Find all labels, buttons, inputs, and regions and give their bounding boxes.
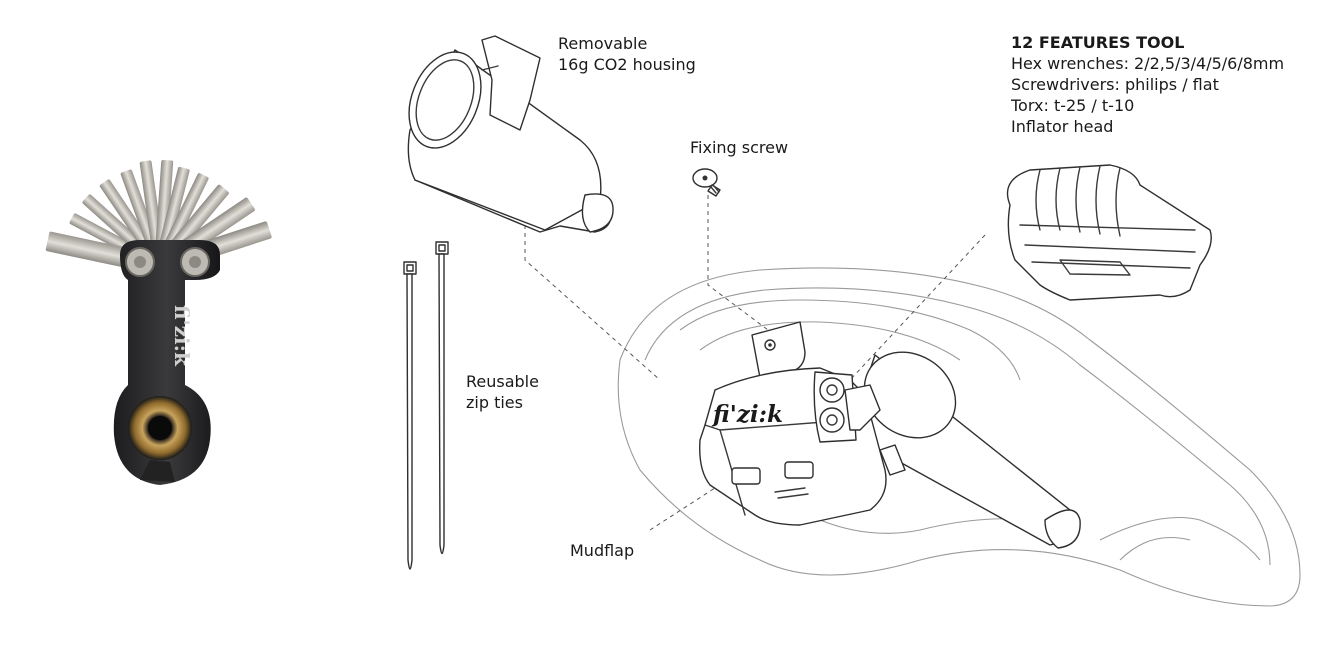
tool-line-drawing xyxy=(1006,164,1212,301)
saddle-outline xyxy=(617,267,1301,607)
fixing-screw-drawing xyxy=(692,168,721,197)
zip-ties-label-line-2: zip ties xyxy=(466,393,523,412)
features-block: 12 FEATURES TOOL Hex wrenches: 2/2,5/3/4… xyxy=(1011,32,1284,137)
co2-housing-drawing xyxy=(407,35,614,233)
zip-ties-label-line-1: Reusable xyxy=(466,372,539,391)
tool-logo: fi'zi:k xyxy=(170,305,194,367)
zip-ties-drawing xyxy=(403,241,449,570)
multitool-photo: fi'zi:k xyxy=(45,159,272,485)
guide-lines xyxy=(524,195,986,531)
zip-ties-label: Reusable zip ties xyxy=(466,371,539,413)
feature-item: Torx: t-25 / t-10 xyxy=(1011,96,1135,115)
case-logo: fi'zi:k xyxy=(711,401,783,428)
co2-housing-label: Removable 16g CO2 housing xyxy=(558,33,696,75)
feature-item: Hex wrenches: 2/2,5/3/4/5/6/8mm xyxy=(1011,54,1285,73)
fixing-screw-label: Fixing screw xyxy=(690,138,789,157)
co2-housing-label-line-2: 16g CO2 housing xyxy=(558,55,696,74)
co2-housing-label-line-1: Removable xyxy=(558,34,648,53)
feature-item: Screwdrivers: philips / flat xyxy=(1011,75,1219,94)
feature-item: Inflator head xyxy=(1011,117,1114,136)
features-title: 12 FEATURES TOOL xyxy=(1011,33,1185,52)
mounted-cartridge-drawing xyxy=(852,351,1081,549)
mudflap-label: Mudflap xyxy=(570,541,635,560)
mounted-case-drawing: fi'zi:k xyxy=(699,367,906,526)
